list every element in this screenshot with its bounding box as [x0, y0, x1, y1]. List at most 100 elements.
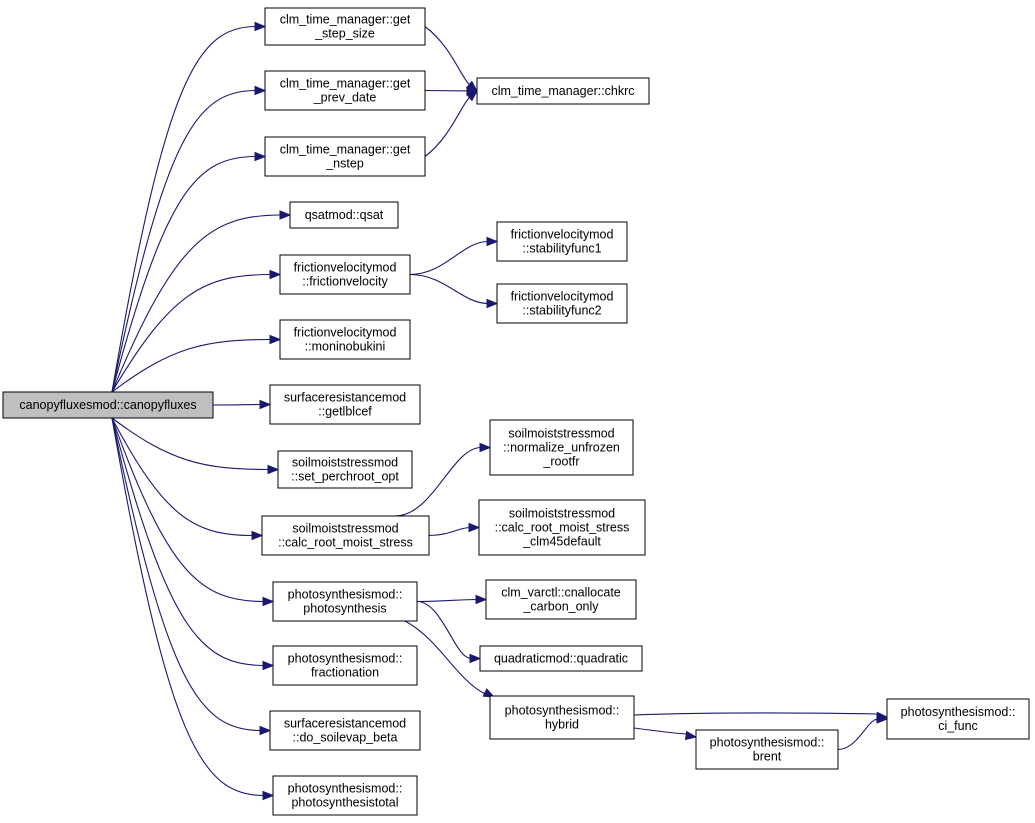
node-normalize-unfrozen-rootfr[interactable]: soilmoiststressmod::normalize_unfrozen_r…: [489, 419, 634, 476]
node-hybrid[interactable]: photosynthesismod::hybrid: [489, 695, 635, 740]
edge-photosynthesis-to-cnallocate-carbon-only-arrowhead: [475, 594, 488, 605]
node-frictionvelocity[interactable]: frictionvelocitymod::frictionvelocity: [279, 254, 411, 295]
node-get-prev-date[interactable]: clm_time_manager::get_prev_date: [264, 70, 426, 111]
edge-canopyfluxes-to-frictionvelocity-line: [111, 273, 272, 393]
node-set-perchroot-opt[interactable]: soilmoiststressmod::set_perchroot_opt: [277, 450, 413, 489]
node-photosynthesistotal-box[interactable]: [272, 775, 418, 816]
node-stabilityfunc2-box[interactable]: [496, 283, 628, 324]
node-stabilityfunc2[interactable]: frictionvelocitymod::stabilityfunc2: [496, 283, 628, 324]
edge-canopyfluxes-to-qsat: [111, 210, 292, 393]
edge-canopyfluxes-to-photosynthesistotal-arrowhead: [262, 790, 275, 801]
edge-canopyfluxes-to-photosynthesis: [111, 417, 275, 607]
node-moninobukini[interactable]: frictionvelocitymod::moninobukini: [279, 319, 411, 360]
node-cnallocate-carbon-only[interactable]: clm_varctl::cnallocate_carbon_only: [485, 579, 637, 620]
edge-canopyfluxes-to-get-nstep: [111, 151, 267, 393]
edge-photosynthesis-to-hybrid-arrowhead: [482, 688, 496, 698]
edge-canopyfluxes-to-calc-root-moist-stress: [111, 417, 264, 541]
node-get-step-size[interactable]: clm_time_manager::get_step_size: [264, 7, 426, 46]
node-brent-label-1: photosynthesismod::: [710, 736, 825, 750]
edge-canopyfluxes-to-get-prev-date-line: [111, 89, 257, 393]
node-getlblcef[interactable]: surfaceresistancemod::getlblcef: [269, 384, 421, 425]
edge-calc-root-moist-stress-to-calc-root-moist-stress-clm45default: [428, 522, 481, 537]
node-brent-box[interactable]: [695, 729, 839, 770]
node-brent[interactable]: photosynthesismod::brent: [695, 729, 839, 770]
node-fractionation-box[interactable]: [272, 645, 418, 686]
node-cnallocate-carbon-only-box[interactable]: [485, 579, 637, 620]
edge-calc-root-moist-stress-to-calc-root-moist-stress-clm45default-line: [428, 526, 471, 537]
edge-canopyfluxes-to-get-nstep-arrowhead: [254, 151, 267, 162]
node-get-step-size-box[interactable]: [264, 7, 426, 46]
node-ci-func[interactable]: photosynthesismod::ci_func: [886, 698, 1030, 740]
edge-photosynthesis-to-quadratic-arrowhead: [469, 653, 482, 664]
node-get-nstep[interactable]: clm_time_manager::get_nstep: [264, 136, 426, 177]
node-chkrc[interactable]: clm_time_manager::chkrc: [476, 77, 650, 105]
node-photosynthesistotal[interactable]: photosynthesismod::photosynthesistotal: [272, 775, 418, 816]
node-photosynthesis-label-2: photosynthesis: [303, 602, 386, 616]
edge-canopyfluxes-to-do-soilevap-beta: [111, 417, 272, 736]
node-set-perchroot-opt-label-2: ::set_perchroot_opt: [291, 470, 399, 484]
node-get-prev-date-label-1: clm_time_manager::get: [280, 77, 411, 91]
edge-hybrid-to-brent-arrowhead: [684, 730, 698, 741]
node-do-soilevap-beta-box[interactable]: [269, 710, 421, 751]
edge-canopyfluxes-to-set-perchroot-opt: [111, 417, 280, 475]
node-normalize-unfrozen-rootfr-label-3: _rootfr: [542, 455, 579, 469]
edge-layer: [111, 21, 889, 801]
node-photosynthesis[interactable]: photosynthesismod::photosynthesis: [272, 581, 418, 622]
edge-hybrid-to-ci-func-line: [633, 712, 879, 716]
node-hybrid-box[interactable]: [489, 695, 635, 740]
node-qsat[interactable]: qsatmod::qsat: [289, 201, 399, 229]
node-get-prev-date-box[interactable]: [264, 70, 426, 111]
node-calc-root-moist-stress-clm45default[interactable]: soilmoiststressmod::calc_root_moist_stre…: [478, 499, 646, 556]
node-hybrid-label-1: photosynthesismod::: [505, 704, 620, 718]
node-calc-root-moist-stress-clm45default-label-1: soilmoiststressmod: [509, 507, 615, 521]
node-moninobukini-box[interactable]: [279, 319, 411, 360]
edge-frictionvelocity-to-stabilityfunc2-line: [409, 273, 489, 305]
node-normalize-unfrozen-rootfr-label-2: ::normalize_unfrozen: [503, 441, 620, 455]
edge-calc-root-moist-stress-to-normalize-unfrozen-rootfr-arrowhead: [479, 442, 492, 453]
node-cnallocate-carbon-only-label-2: _carbon_only: [522, 600, 599, 614]
edge-frictionvelocity-to-stabilityfunc2-arrowhead: [486, 298, 499, 309]
edge-photosynthesis-to-quadratic: [416, 600, 482, 664]
edge-brent-to-ci-func-arrowhead: [876, 714, 889, 724]
node-chkrc-box[interactable]: [476, 77, 650, 105]
node-do-soilevap-beta-label-2: ::do_soilevap_beta: [293, 731, 398, 745]
node-stabilityfunc1-box[interactable]: [496, 221, 628, 262]
node-ci-func-box[interactable]: [886, 698, 1030, 740]
edge-canopyfluxes-to-photosynthesis-line: [111, 417, 265, 603]
edge-photosynthesis-to-quadratic-line: [416, 600, 472, 660]
node-layer: canopyfluxesmod::canopyfluxes clm_time_ma…: [2, 7, 1030, 816]
edge-get-step-size-to-chkrc: [424, 26, 479, 92]
node-calc-root-moist-stress-clm45default-box[interactable]: [478, 499, 646, 556]
node-calc-root-moist-stress-box[interactable]: [261, 515, 430, 556]
edge-frictionvelocity-to-stabilityfunc2: [409, 273, 499, 309]
edge-canopyfluxes-to-get-nstep-line: [111, 155, 257, 393]
node-fractionation[interactable]: photosynthesismod::fractionation: [272, 645, 418, 686]
edge-get-step-size-to-chkrc-line: [424, 26, 471, 86]
node-get-nstep-box[interactable]: [264, 136, 426, 177]
node-qsat-box[interactable]: [289, 201, 399, 229]
node-quadratic-box[interactable]: [479, 645, 643, 672]
edge-canopyfluxes-to-getlblcef-line: [212, 403, 262, 406]
node-quadratic[interactable]: quadraticmod::quadratic: [479, 645, 643, 672]
node-canopyfluxes[interactable]: canopyfluxesmod::canopyfluxes: [2, 391, 214, 419]
node-calc-root-moist-stress-clm45default-label-2: ::calc_root_moist_stress: [495, 521, 630, 535]
node-canopyfluxes-box[interactable]: [2, 391, 214, 419]
node-stabilityfunc1-label-2: ::stabilityfunc1: [522, 242, 601, 256]
node-photosynthesis-box[interactable]: [272, 581, 418, 622]
node-stabilityfunc2-label-1: frictionvelocitymod: [511, 290, 614, 304]
edge-get-nstep-to-chkrc-line: [424, 96, 471, 157]
node-frictionvelocity-box[interactable]: [279, 254, 411, 295]
node-quadratic-label-1: quadraticmod::quadratic: [494, 652, 628, 666]
edge-hybrid-to-brent-line: [633, 727, 688, 735]
node-set-perchroot-opt-box[interactable]: [277, 450, 413, 489]
node-calc-root-moist-stress[interactable]: soilmoiststressmod::calc_root_moist_stre…: [261, 515, 430, 556]
node-get-step-size-label-1: clm_time_manager::get: [280, 13, 411, 27]
edge-canopyfluxes-to-get-prev-date: [111, 85, 267, 393]
node-stabilityfunc1[interactable]: frictionvelocitymod::stabilityfunc1: [496, 221, 628, 262]
node-do-soilevap-beta[interactable]: surfaceresistancemod::do_soilevap_beta: [269, 710, 421, 751]
node-getlblcef-box[interactable]: [269, 384, 421, 425]
edge-get-nstep-to-chkrc-arrowhead: [465, 90, 479, 102]
edge-calc-root-moist-stress-to-calc-root-moist-stress-clm45default-arrowhead: [468, 522, 481, 533]
node-normalize-unfrozen-rootfr-box[interactable]: [489, 419, 634, 476]
edge-photosynthesis-to-cnallocate-carbon-only: [416, 594, 488, 605]
